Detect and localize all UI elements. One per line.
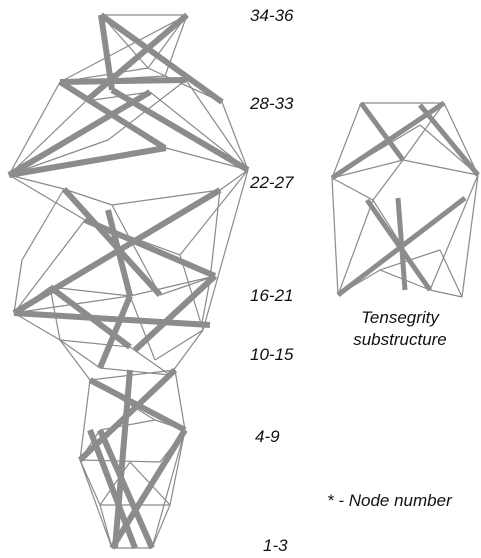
cable-41 — [159, 275, 216, 296]
strut-18 — [112, 369, 133, 549]
sub-cable-12 — [429, 174, 479, 291]
cable-21 — [8, 174, 86, 221]
sub-cable-13 — [461, 174, 479, 298]
strut-layer — [7, 12, 250, 550]
cable-45 — [129, 295, 156, 361]
cable-67 — [79, 459, 113, 549]
cable-50 — [59, 339, 91, 381]
cable-46 — [154, 329, 204, 361]
strut-5 — [7, 89, 152, 178]
cable-68 — [151, 429, 186, 549]
cable-54 — [174, 369, 186, 431]
sub-strut-3 — [364, 198, 433, 292]
strut-7 — [8, 145, 167, 178]
node-label-22-27: 22-27 — [250, 173, 294, 192]
sub-cable-3 — [331, 102, 362, 179]
cable-44 — [13, 312, 61, 341]
cable-33 — [13, 219, 86, 314]
sub-cable-5 — [331, 177, 374, 201]
strut-14 — [132, 273, 218, 353]
node-label-16-21: 16-21 — [250, 286, 294, 305]
strut-13 — [48, 284, 132, 350]
substructure-caption-line1: Tensegrity — [361, 308, 439, 327]
cable-62 — [169, 429, 186, 506]
sub-cable-6 — [372, 159, 404, 201]
cable-25 — [202, 169, 249, 331]
cable-23 — [219, 169, 249, 191]
strut-6 — [110, 87, 250, 173]
cable-22 — [8, 174, 65, 190]
cable-11 — [8, 100, 87, 176]
cable-38 — [49, 286, 131, 297]
strut-21 — [87, 428, 138, 550]
strut-10 — [83, 217, 217, 279]
strut-19 — [97, 428, 155, 550]
sub-cable-7 — [443, 102, 479, 176]
strut-2 — [99, 12, 224, 105]
cable-34 — [179, 254, 204, 331]
cable-43 — [59, 339, 101, 369]
sub-cable-16 — [429, 289, 463, 298]
cable-29 — [111, 204, 161, 296]
node-label-28-33: 28-33 — [250, 94, 294, 113]
sub-strut-5 — [395, 197, 408, 291]
cable-20 — [185, 79, 249, 171]
strut-1 — [84, 12, 189, 104]
cable-28 — [111, 189, 221, 206]
cable-51 — [99, 367, 171, 376]
sub-cable-17 — [439, 249, 463, 298]
cable-35 — [209, 189, 221, 281]
substructure-strut-layer — [330, 100, 480, 297]
sub-strut-1 — [330, 100, 446, 181]
node-label-4-9: 4-9 — [255, 427, 280, 446]
substructure-caption: Tensegrity substructure — [330, 307, 470, 351]
sub-cable-4 — [331, 159, 404, 179]
node-label-34-36: 34-36 — [250, 6, 294, 25]
strut-11 — [105, 209, 133, 297]
cable-16 — [221, 101, 249, 171]
strut-4 — [59, 77, 187, 85]
cable-10 — [8, 81, 61, 176]
sub-cable-8 — [402, 159, 479, 176]
cable-39 — [129, 275, 216, 297]
cable-69 — [99, 461, 131, 506]
strut-20 — [109, 428, 188, 550]
sub-cable-9 — [331, 177, 339, 296]
cable-30 — [21, 188, 65, 261]
sub-strut-0 — [358, 101, 406, 162]
cable-53 — [79, 379, 91, 461]
strut-8 — [61, 186, 163, 298]
cable-49 — [59, 339, 131, 348]
sub-cable-2 — [402, 102, 445, 161]
cable-47 — [169, 329, 204, 376]
sub-strut-2 — [418, 103, 480, 177]
node-label-1-3: 1-3 — [263, 536, 288, 555]
sub-cable-10 — [337, 199, 374, 296]
cable-17 — [165, 147, 249, 171]
cable-65 — [151, 504, 171, 549]
cable-31 — [13, 259, 23, 314]
node-number-note: * - Node number — [327, 491, 452, 510]
cable-27 — [63, 188, 113, 206]
cable-4 — [59, 14, 188, 83]
substructure-caption-line2: substructure — [353, 330, 447, 349]
strut-12 — [13, 310, 211, 328]
cable-36 — [201, 279, 211, 324]
node-label-10-15: 10-15 — [250, 345, 294, 364]
strut-15 — [97, 294, 133, 370]
cable-24 — [179, 169, 249, 256]
